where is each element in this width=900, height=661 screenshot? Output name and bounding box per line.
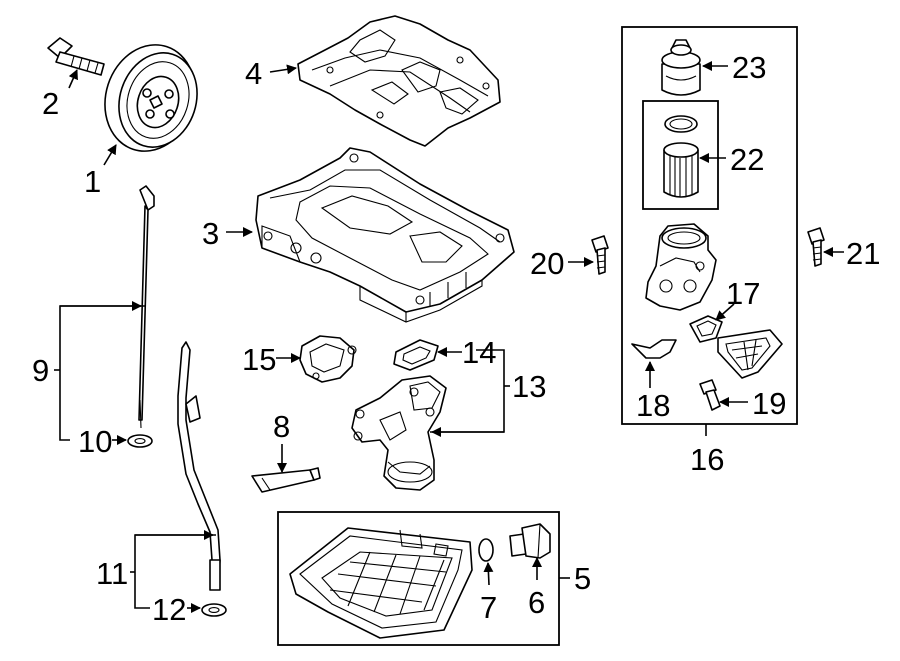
callout-22: 22: [730, 142, 764, 177]
callout-12: 12: [152, 592, 186, 627]
callout-3: 3: [202, 216, 219, 251]
crankshaft-pulley-part[interactable]: [91, 33, 209, 163]
drain-plug-part[interactable]: [509, 523, 551, 559]
callout-10: 10: [78, 424, 112, 459]
callout-5: 5: [574, 561, 591, 596]
callout-13: 13: [512, 369, 546, 404]
callout-21: 21: [846, 236, 880, 271]
callout-4: 4: [245, 56, 262, 91]
callout-2: 2: [42, 86, 59, 121]
dipstick-tube-part[interactable]: [177, 341, 221, 591]
sealant-tube-part[interactable]: [251, 467, 321, 493]
callout-17: 17: [726, 276, 760, 311]
callout-9: 9: [32, 353, 49, 388]
lower-oil-pan-part[interactable]: [289, 527, 473, 639]
oil-pan-baffle-part[interactable]: [297, 15, 501, 147]
upper-oil-pan-part[interactable]: [255, 147, 515, 323]
oil-filter-box: [642, 100, 719, 210]
callout-1: 1: [84, 164, 101, 199]
pump-gasket-part[interactable]: [393, 339, 439, 371]
cover-plate-part[interactable]: [717, 329, 783, 379]
oil-pickup-screen-part[interactable]: [299, 335, 357, 383]
oil-filter-part[interactable]: [663, 115, 699, 198]
filter-cap-part[interactable]: [661, 39, 701, 96]
bracket-part[interactable]: [631, 339, 677, 359]
tube-o-ring-part[interactable]: [201, 603, 227, 617]
housing-bolt-part[interactable]: [699, 379, 721, 411]
callout-6: 6: [528, 585, 545, 620]
callout-23: 23: [732, 50, 766, 85]
bolt-20-part[interactable]: [591, 235, 609, 275]
housing-gasket-part[interactable]: [689, 315, 723, 343]
callout-11: 11: [96, 556, 128, 591]
drain-plug-gasket-part[interactable]: [478, 538, 494, 562]
callout-14: 14: [462, 335, 496, 370]
callout-20: 20: [530, 246, 564, 281]
filter-housing-group-box: [621, 26, 798, 425]
callout-19: 19: [752, 386, 786, 421]
oil-pump-part[interactable]: [351, 375, 447, 491]
pulley-bolt-part[interactable]: [47, 37, 105, 76]
callout-8: 8: [273, 409, 290, 444]
bolt-21-part[interactable]: [807, 227, 825, 267]
dipstick-part[interactable]: [138, 185, 155, 429]
callout-18: 18: [636, 388, 670, 423]
leader-lines: [54, 61, 844, 613]
oil-filter-housing-part[interactable]: [645, 223, 717, 311]
callout-15: 15: [242, 342, 276, 377]
callout-16: 16: [690, 442, 724, 477]
callout-7: 7: [480, 590, 497, 625]
dipstick-o-ring-part[interactable]: [127, 434, 153, 448]
